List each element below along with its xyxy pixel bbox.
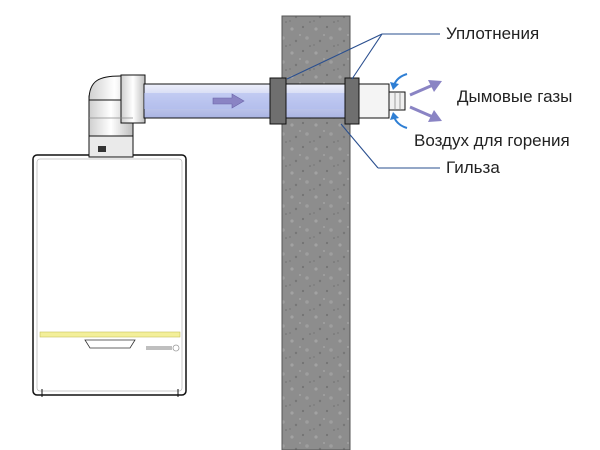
seals-label: Уплотнения bbox=[446, 24, 540, 43]
boiler-indicator-strip bbox=[39, 331, 181, 338]
flue-gas-arrow-icon bbox=[409, 80, 442, 122]
flow-arrow-icon bbox=[212, 93, 245, 109]
flue-gases-label: Дымовые газы bbox=[457, 87, 573, 106]
wall bbox=[281, 15, 351, 450]
leader-lines bbox=[286, 33, 440, 169]
air-inflow-arrow-icon bbox=[390, 73, 408, 129]
coaxial-pipe bbox=[143, 77, 406, 125]
brand-logo-icon bbox=[146, 344, 180, 352]
sleeve-label: Гильза bbox=[446, 158, 500, 177]
combustion-air-label: Воздух для горения bbox=[414, 131, 570, 150]
boiler bbox=[32, 134, 187, 397]
pipe-elbow bbox=[88, 74, 146, 137]
